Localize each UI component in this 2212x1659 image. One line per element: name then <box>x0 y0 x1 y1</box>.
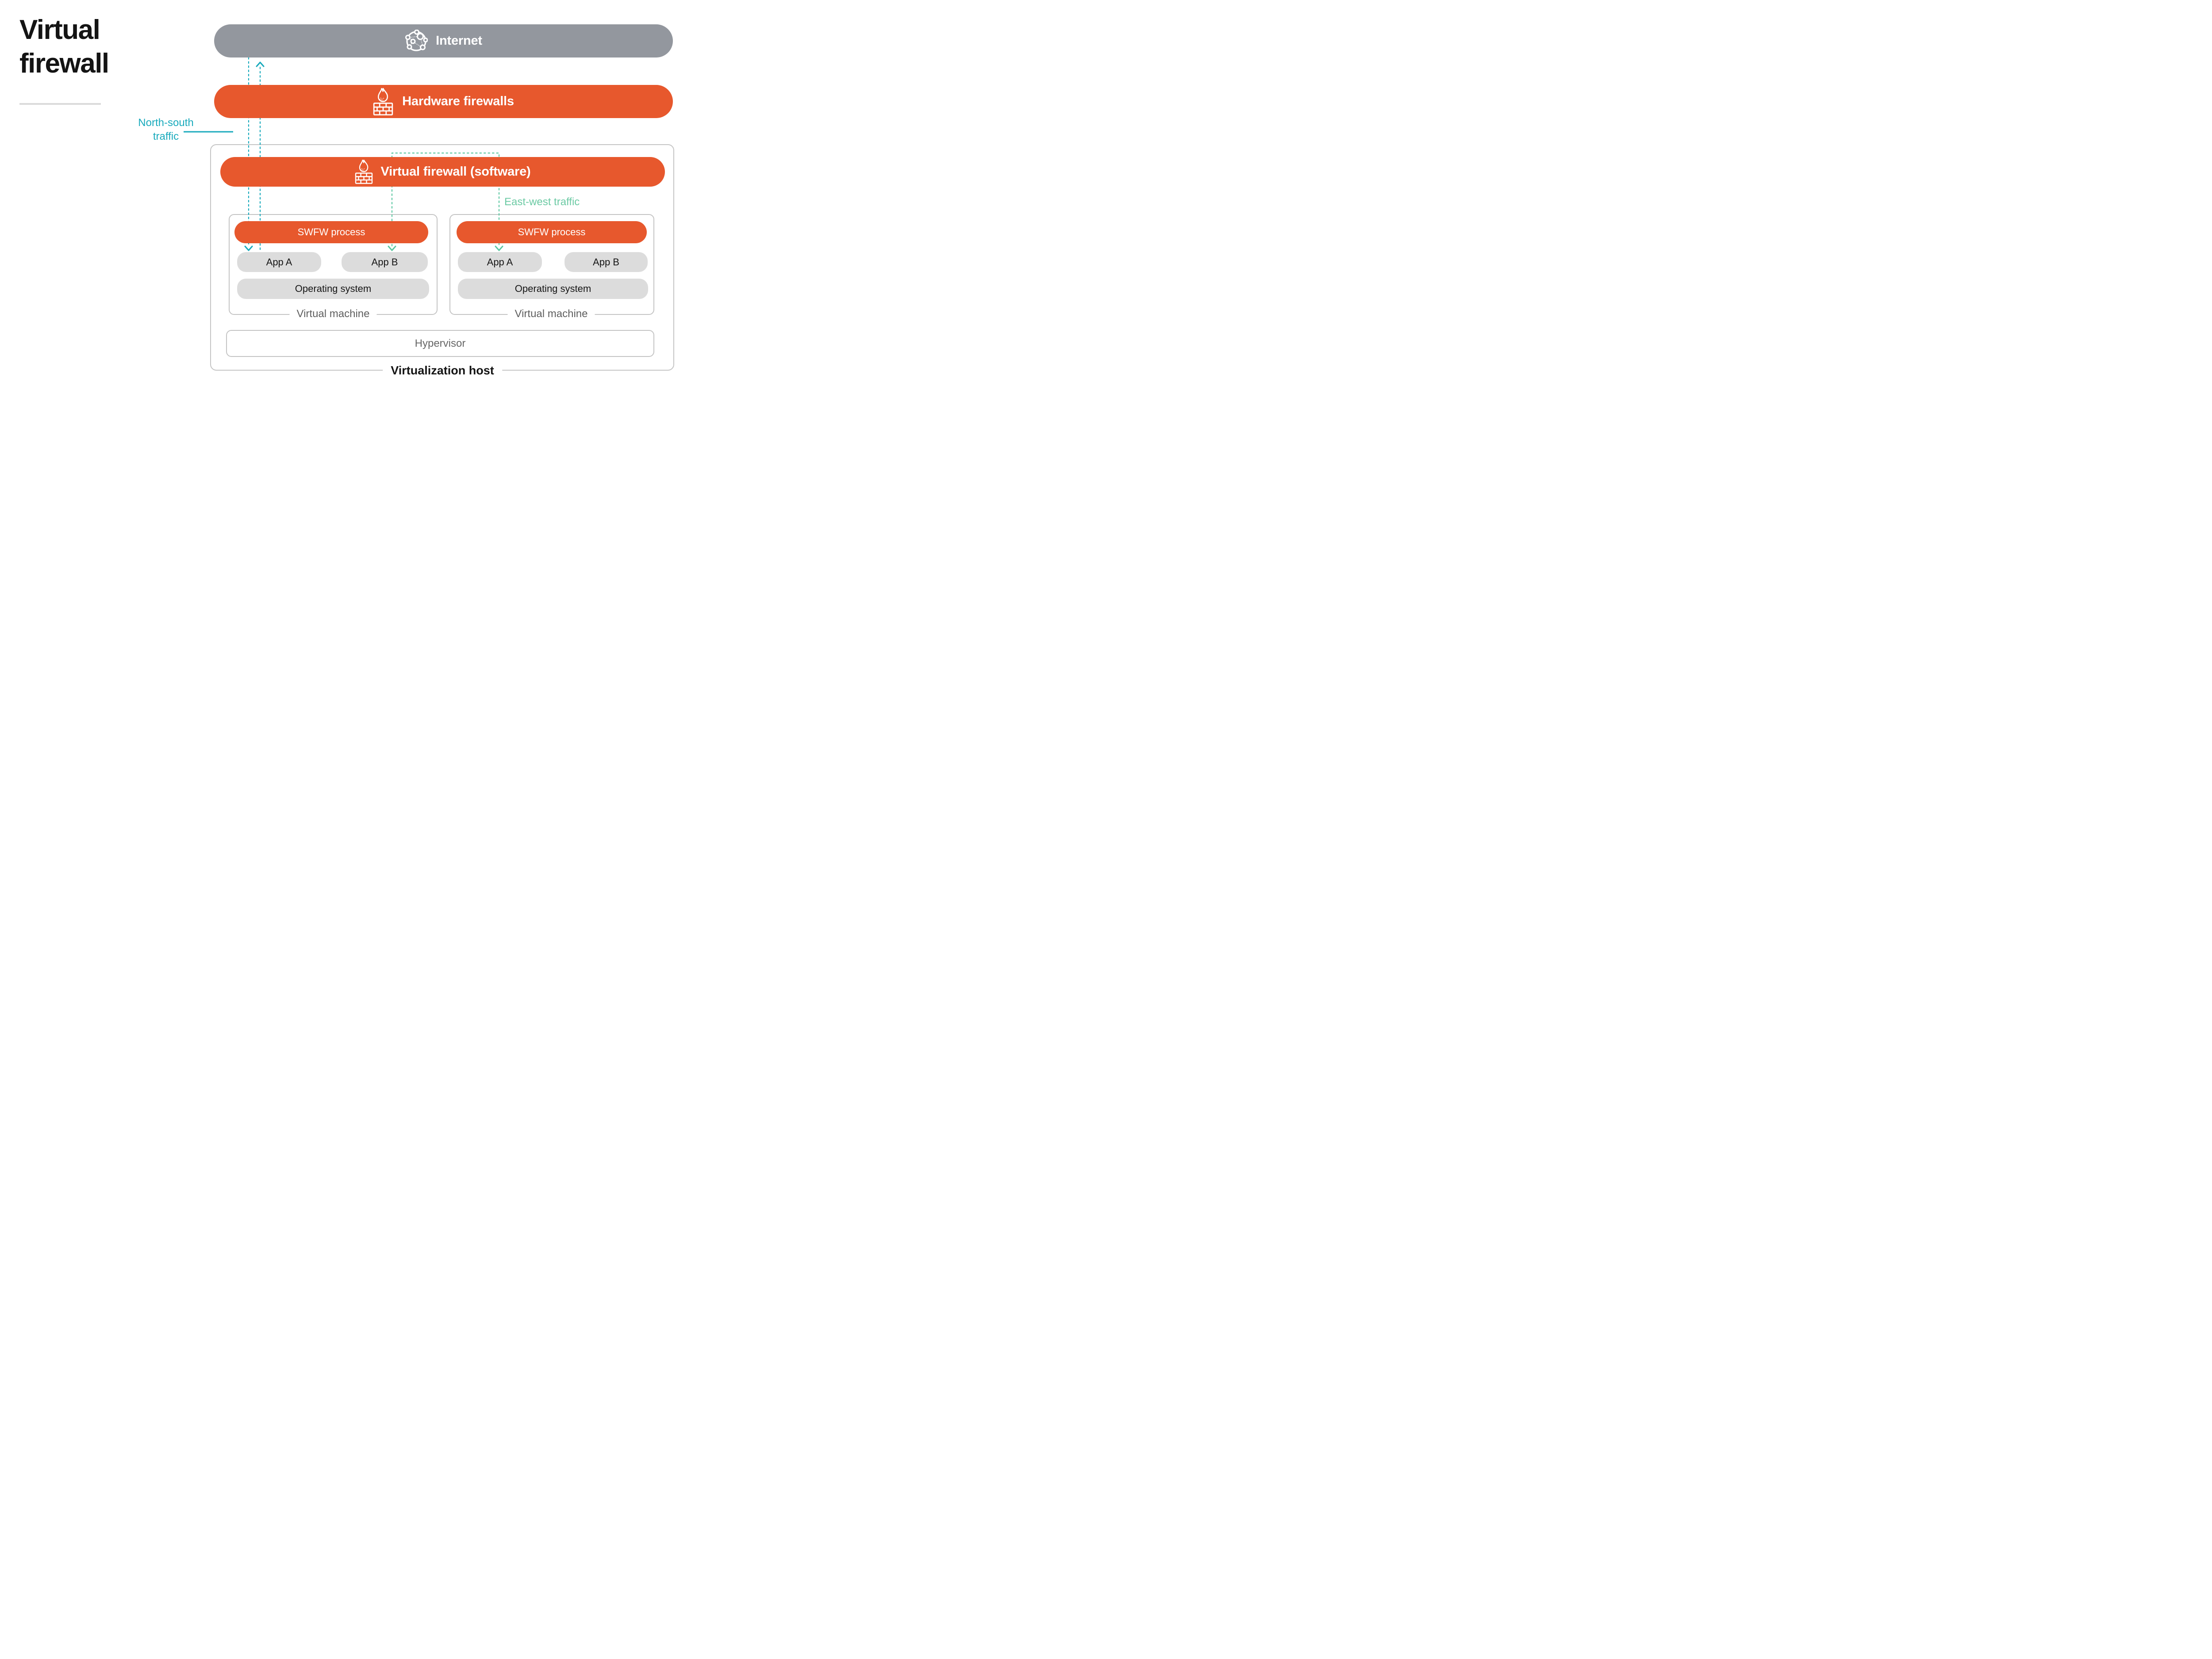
firewall-flame-brick-icon <box>355 160 373 184</box>
vm2-caption: Virtual machine <box>507 308 595 320</box>
vm2-swfw-process-bar: SWFW process <box>457 221 647 243</box>
hardware-firewalls-bar: Hardware firewalls <box>214 85 673 118</box>
vm1-app-a-pill: App A <box>237 252 321 272</box>
internet-bar: Internet <box>214 24 673 57</box>
east-west-traffic-label: East-west traffic <box>504 196 580 208</box>
vm2-operating-system-pill: Operating system <box>458 279 648 299</box>
page-title: Virtual firewall <box>19 13 161 80</box>
vm1-swfw-process-bar: SWFW process <box>234 221 428 243</box>
globe-network-icon <box>405 29 428 51</box>
internet-label: Internet <box>436 34 482 48</box>
page-title-line1: Virtual <box>19 15 100 45</box>
hardware-firewalls-label: Hardware firewalls <box>402 94 514 108</box>
virtual-firewall-bar: Virtual firewall (software) <box>220 157 665 187</box>
virtual-firewall-diagram: Virtual firewall Hypervisor <box>0 0 694 390</box>
vm2-app-a-pill: App A <box>458 252 542 272</box>
virtualization-host-caption: Virtualization host <box>383 364 502 378</box>
page-title-line2: firewall <box>19 48 109 79</box>
firewall-flame-brick-icon <box>373 88 393 115</box>
hypervisor-label: Hypervisor <box>415 337 466 349</box>
vm1-operating-system-pill: Operating system <box>237 279 429 299</box>
hypervisor-box: Hypervisor <box>226 330 654 357</box>
north-south-traffic-label: North-south traffic <box>138 117 194 142</box>
arrow-up-icon <box>256 61 265 67</box>
vm1-caption: Virtual machine <box>289 308 377 320</box>
vm2-app-b-pill: App B <box>565 252 648 272</box>
virtual-firewall-label: Virtual firewall (software) <box>380 165 531 179</box>
title-divider <box>19 103 101 105</box>
vm1-app-b-pill: App B <box>342 252 428 272</box>
